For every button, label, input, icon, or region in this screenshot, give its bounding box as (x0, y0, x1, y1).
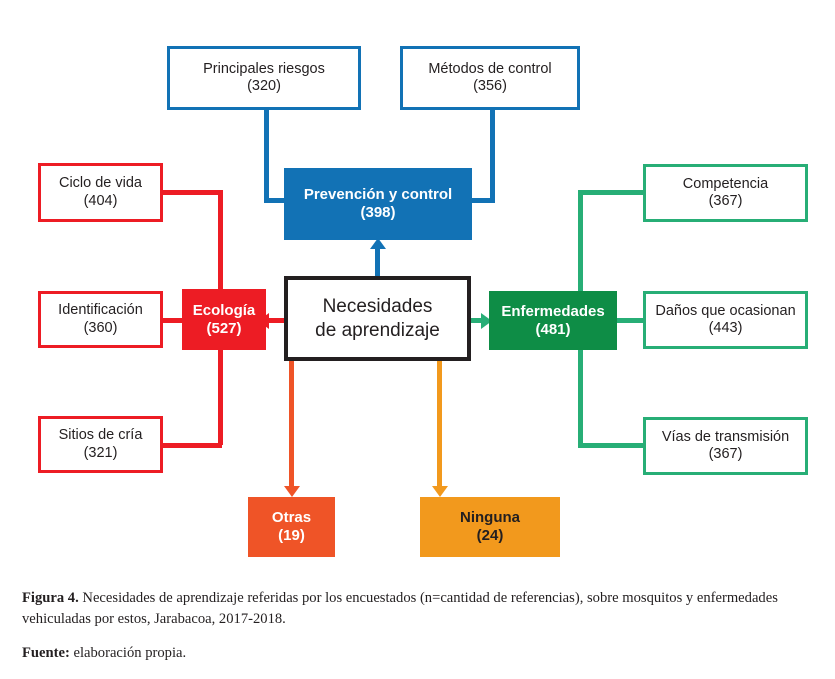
node-metodos-de-control[interactable]: Métodos de control (356) (400, 46, 580, 110)
arrow-root-to-enfermedades (481, 312, 492, 329)
node-ciclo-de-vida-label: Ciclo de vida (58, 175, 142, 192)
node-enfermedades-count: (481) (535, 320, 571, 338)
connector-identificacion (160, 318, 190, 323)
node-otras-label: Otras (271, 509, 312, 527)
connector-competencia (578, 190, 645, 195)
node-root-line1: Necesidades (322, 295, 433, 317)
node-competencia-label: Competencia (682, 175, 769, 192)
connector-danos-que-ocasionan (616, 318, 646, 323)
node-identificacion-label: Identificación (58, 302, 143, 319)
node-danos-que-ocasionan-label: Daños que ocasionan (655, 302, 796, 319)
node-necesidades-de-aprendizaje[interactable]: Necesidades de aprendizaje (284, 276, 471, 361)
node-enfermedades-label: Enfermedades (501, 302, 605, 320)
arrow-root-to-ninguna (431, 486, 448, 497)
caption-source-label: Fuente: (22, 645, 70, 662)
node-identificacion-count: (360) (83, 319, 118, 336)
diagram-canvas: Principales riesgos (320) Métodos de con… (38, 46, 808, 557)
node-identificacion[interactable]: Identificación (360) (38, 291, 163, 348)
node-ecologia[interactable]: Ecología (527) (182, 289, 266, 350)
node-vias-de-transmision-label: Vías de transmisión (661, 428, 790, 445)
node-ecologia-count: (527) (206, 319, 242, 337)
connector-root-to-otras (289, 360, 294, 488)
node-competencia-count: (367) (708, 193, 743, 209)
connector-root-to-ecologia (266, 318, 288, 323)
caption-description: Necesidades de aprendizaje referidas por… (22, 590, 778, 627)
node-otras-count: (19) (278, 527, 305, 544)
node-competencia[interactable]: Competencia (367) (643, 164, 808, 222)
connector-ciclo-de-vida (160, 190, 222, 195)
node-vias-de-transmision[interactable]: Vías de transmisión (367) (643, 417, 808, 475)
node-prevencion-y-control-count: (398) (360, 204, 396, 221)
connector-root-to-ninguna (437, 360, 442, 488)
node-otras[interactable]: Otras (19) (248, 497, 335, 557)
connector-sitios-de-cria (160, 443, 222, 448)
node-ninguna[interactable]: Ninguna (24) (420, 497, 560, 557)
node-principales-riesgos[interactable]: Principales riesgos (320) (167, 46, 361, 110)
connector-principales-riesgos-horizontal (264, 198, 290, 203)
arrow-root-to-prevencion (369, 238, 386, 249)
connector-vias-de-transmision (578, 443, 645, 448)
node-sitios-de-cria[interactable]: Sitios de cría (321) (38, 416, 163, 473)
node-ninguna-count: (24) (476, 527, 504, 544)
caption-source-value: elaboración propia. (69, 645, 187, 662)
caption-figure-number: Figura 4. (22, 590, 79, 606)
node-ciclo-de-vida[interactable]: Ciclo de vida (404) (38, 163, 163, 222)
connector-metodos-control-horizontal (464, 198, 495, 203)
caption-source: Fuente: elaboración propia. (22, 643, 817, 664)
node-danos-que-ocasionan-count: (443) (708, 320, 743, 336)
node-root-line2: de aprendizaje (315, 319, 440, 341)
node-prevencion-y-control[interactable]: Prevención y control (398) (284, 168, 472, 240)
arrow-root-to-otras (283, 486, 300, 497)
node-ninguna-label: Ninguna (460, 509, 520, 527)
node-metodos-de-control-count: (356) (473, 78, 507, 94)
figure-caption: Figura 4. Necesidades de aprendizaje ref… (22, 588, 817, 664)
node-prevencion-y-control-label: Prevención y control (303, 186, 453, 204)
node-metodos-de-control-label: Métodos de control (428, 60, 552, 77)
node-ecologia-label: Ecología (192, 301, 256, 319)
connector-root-to-prevencion (375, 248, 380, 278)
caption-text: Figura 4. Necesidades de aprendizaje ref… (22, 588, 817, 629)
node-enfermedades[interactable]: Enfermedades (481) (489, 291, 617, 350)
node-ciclo-de-vida-count: (404) (83, 192, 118, 209)
connector-root-to-enfermedades (470, 318, 484, 323)
node-principales-riesgos-count: (320) (247, 78, 281, 94)
node-vias-de-transmision-count: (367) (708, 446, 743, 462)
node-sitios-de-cria-count: (321) (83, 444, 118, 461)
node-danos-que-ocasionan[interactable]: Daños que ocasionan (443) (643, 291, 808, 349)
connector-principales-riesgos-vertical (264, 110, 269, 203)
node-sitios-de-cria-label: Sitios de cría (58, 427, 143, 444)
connector-metodos-control-vertical (490, 110, 495, 203)
node-principales-riesgos-label: Principales riesgos (203, 60, 325, 77)
